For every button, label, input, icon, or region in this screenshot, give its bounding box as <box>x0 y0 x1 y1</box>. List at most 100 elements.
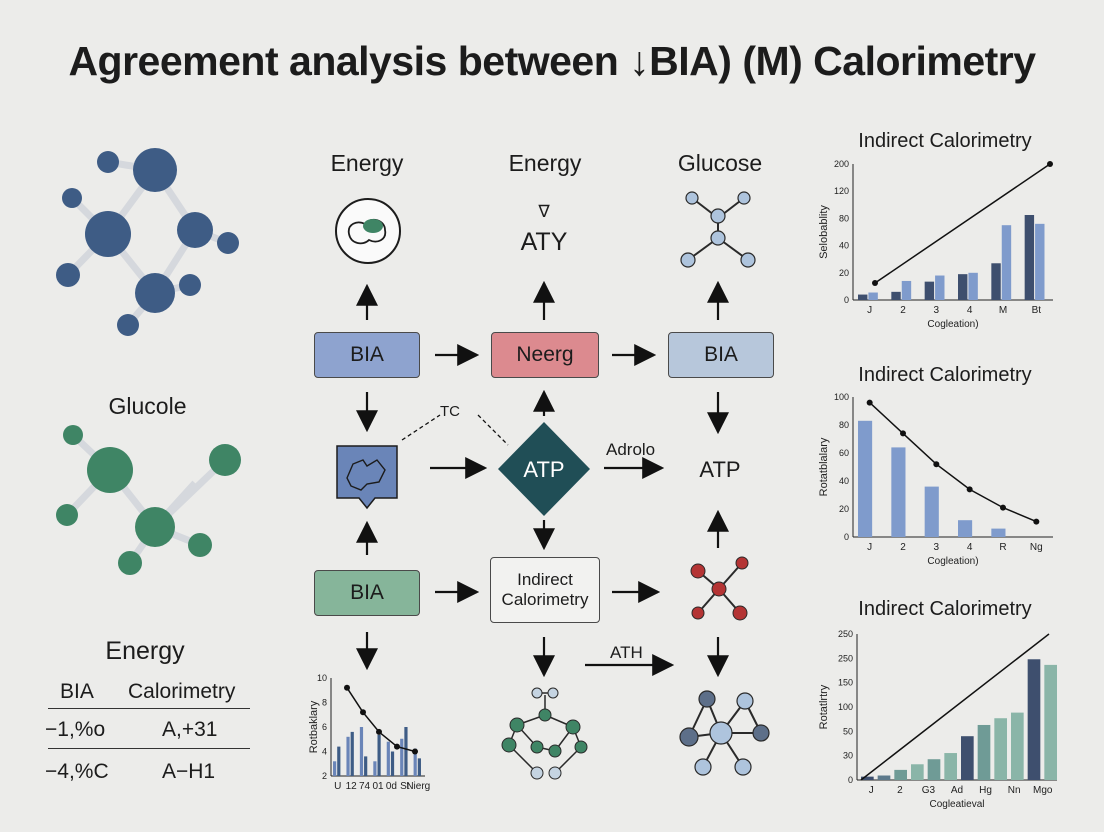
bar <box>924 486 939 537</box>
y-axis-label: Rotbaklary <box>308 700 320 753</box>
protein-icon <box>336 445 398 510</box>
bar <box>1035 223 1045 300</box>
adrolo-label: Adrolo <box>606 440 656 459</box>
data-point <box>1047 161 1053 167</box>
bar <box>877 775 891 780</box>
x-tick-label: 3 <box>934 542 940 553</box>
y-tick-label: 40 <box>839 241 849 251</box>
table-cell: −1,%o <box>45 718 106 741</box>
y-tick-label: 20 <box>839 504 849 514</box>
neerg-box: Neerg <box>491 332 599 378</box>
bia-bottom-box: BIA <box>314 570 420 616</box>
green-network-icon <box>501 687 588 780</box>
chart-title: Indirect Calorimetry <box>858 598 1032 620</box>
trend-line <box>874 163 1051 284</box>
table-cell: A−H1 <box>162 760 216 783</box>
x-tick-label: 3 <box>934 305 940 316</box>
ath-label: ATH <box>610 643 643 662</box>
trend-line <box>860 633 1050 781</box>
y-tick-label: 4 <box>322 747 327 757</box>
x-tick-label: G3 <box>922 785 936 796</box>
atp-diamond-shape <box>498 422 590 516</box>
atp-right-label: ATP <box>699 457 741 482</box>
bar <box>991 528 1006 537</box>
data-point <box>1033 518 1040 525</box>
x-tick-label: J <box>869 785 874 796</box>
y-tick-label: 6 <box>322 722 327 732</box>
bia-right-box: BIA <box>668 332 774 378</box>
bar <box>894 769 907 780</box>
y-tick-label: 200 <box>834 159 849 169</box>
data-point <box>872 280 878 286</box>
y-tick-label: 80 <box>839 213 849 223</box>
x-tick-label: Hg <box>979 785 992 796</box>
x-tick-label: 4 <box>967 542 973 553</box>
y-tick-label: 10 <box>317 673 327 683</box>
y-tick-label: 50 <box>843 726 853 736</box>
data-point <box>966 486 973 493</box>
x-tick-label: 12 <box>346 781 358 792</box>
bar <box>359 727 364 776</box>
x-axis-label: Cogleation) <box>927 319 978 330</box>
bar <box>891 291 901 300</box>
bar <box>858 420 873 537</box>
cell-icon <box>335 198 401 264</box>
x-tick-label: 0d <box>386 781 397 792</box>
col-header-glucose: Glucose <box>677 150 763 176</box>
bar <box>373 761 377 776</box>
data-point <box>866 399 873 406</box>
bar <box>400 738 404 776</box>
y-tick-label: 2 <box>322 771 327 781</box>
data-point <box>360 709 366 716</box>
bar <box>350 731 354 776</box>
bia-top-box: BIA <box>314 332 420 378</box>
bar <box>386 741 390 776</box>
bar <box>1024 215 1035 300</box>
y-tick-label: 100 <box>834 392 849 402</box>
table-cell: A,+31 <box>162 718 218 741</box>
y-tick-label: 250 <box>838 629 853 639</box>
x-tick-label: 74 <box>359 781 371 792</box>
x-tick-label: R <box>999 542 1006 553</box>
bar <box>961 736 974 780</box>
bar <box>346 736 350 776</box>
data-point <box>344 684 350 691</box>
chart-title: Indirect Calorimetry <box>858 364 1032 386</box>
bar <box>413 748 417 776</box>
bar <box>390 751 395 776</box>
y-axis-label: Rotatlrtry <box>818 684 830 729</box>
y-tick-label: 150 <box>838 678 853 688</box>
x-axis-label: Cogleatieval <box>929 799 984 810</box>
data-point <box>376 728 382 735</box>
indirect-calorimetry-box: Indirect Calorimetry <box>490 557 600 623</box>
bar <box>968 272 978 300</box>
bar <box>404 727 408 776</box>
table-cell: −4,%C <box>45 760 109 783</box>
x-tick-label: J <box>867 305 872 316</box>
tc-label: TC <box>440 403 460 420</box>
y-tick-label: 250 <box>838 653 853 663</box>
bar <box>417 758 421 776</box>
y-tick-label: 0 <box>848 775 853 785</box>
x-tick-label: 2 <box>900 305 906 316</box>
bar <box>1044 664 1057 780</box>
table-header-bia: BIA <box>60 680 94 703</box>
y-tick-label: 100 <box>838 702 853 712</box>
glucose-molecule-icon <box>680 191 756 268</box>
bar <box>994 718 1007 780</box>
bar <box>858 294 868 300</box>
bar <box>337 746 341 776</box>
data-point <box>900 430 906 437</box>
col-header-energy: Energy <box>508 150 582 176</box>
y-tick-label: 0 <box>844 532 849 542</box>
bar <box>377 734 381 776</box>
bar <box>991 263 1001 300</box>
atp-diamond-label: ATP <box>523 457 565 482</box>
x-tick-label: 4 <box>967 305 973 316</box>
bar <box>924 281 935 300</box>
x-tick-label: Ng <box>1030 542 1043 553</box>
